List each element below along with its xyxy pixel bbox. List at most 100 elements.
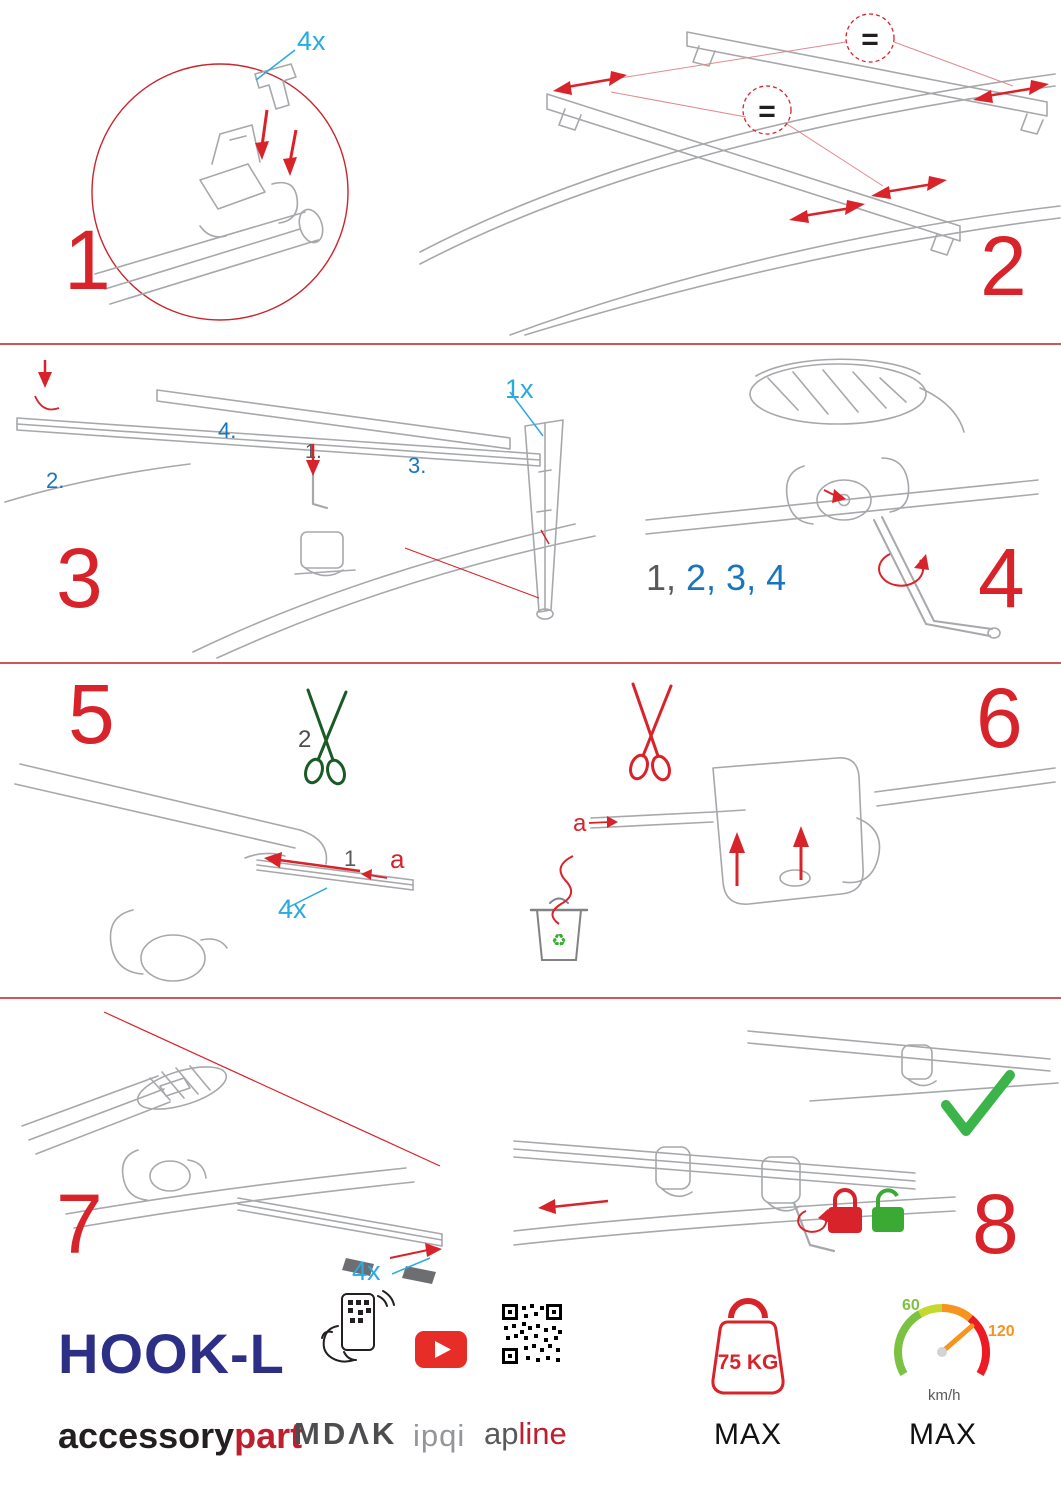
step3-sub4-label: 4. (218, 418, 237, 443)
adjust-arrows-icon (553, 71, 1049, 223)
step4-arrows (823, 489, 929, 587)
brand-suffix: part (234, 1415, 303, 1456)
scissors-icon (304, 688, 348, 786)
partner-logo-ipqi: ipqi (413, 1418, 466, 1453)
step5-number: 5 (68, 667, 115, 761)
rubber-strip (256, 859, 414, 881)
step3-illustration (4, 360, 596, 659)
hook-bracket (712, 757, 864, 905)
step6-number: 6 (976, 671, 1023, 765)
crossbar-rear (686, 31, 1048, 117)
check-icon (941, 1070, 1015, 1136)
step5-qty-label: 4x (278, 894, 307, 924)
end-caps (342, 1258, 436, 1284)
max-speed-label: MAX (908, 1418, 977, 1451)
hex-key-icon (311, 470, 329, 510)
step2-illustration: = = (419, 13, 1061, 336)
brand-prefix: accessory (58, 1415, 235, 1456)
bar-end-opening (136, 1066, 228, 1110)
bar-end-opening (749, 363, 927, 425)
step7-illustration (21, 1011, 443, 1284)
clamp-hook (785, 465, 814, 525)
hex-key-icon (873, 519, 991, 637)
clamp (901, 1044, 933, 1080)
speed-unit-label: km/h (928, 1387, 961, 1404)
crossbar-front (546, 93, 961, 242)
rubber-strip (590, 811, 714, 819)
step2-number: 2 (980, 219, 1027, 313)
phone-scan-icon (321, 1290, 395, 1363)
step1-qty-label: 4x (297, 26, 326, 56)
step3-sub3-label: 3. (408, 453, 427, 478)
step7-arrows (103, 1011, 442, 1259)
step8-number: 8 (972, 1177, 1019, 1271)
equal-spacing-guides: = = (610, 13, 1014, 187)
partner-logo-mdak: MDΛK (294, 1416, 398, 1451)
trash-bin-icon (529, 897, 589, 961)
foot-clamp (300, 531, 344, 569)
recycle-icon: ♻ (551, 931, 566, 950)
step5-arrows (264, 852, 388, 880)
speed-max-value-label: 120 (988, 1323, 1015, 1340)
step5-channel-label: a (390, 844, 405, 874)
step5-scissors-label: 2 (298, 726, 312, 753)
magnifier-circle (91, 63, 349, 321)
max-weight-icon (711, 1298, 785, 1395)
equals-symbol: = (861, 23, 879, 56)
step5-strip-label: 1 (344, 846, 357, 871)
step3-number: 3 (56, 531, 103, 625)
step8-illustration (513, 1030, 1059, 1253)
section-divider (0, 662, 1061, 664)
speed-min-label: 60 (902, 1297, 920, 1314)
crossbar (16, 417, 541, 467)
speedometer-icon (894, 1304, 990, 1376)
step6-channel-label: a (573, 810, 587, 837)
qty-pointer-line (255, 49, 296, 81)
section-divider (0, 343, 1061, 345)
qty-pointer-line (509, 391, 544, 437)
lock-open-icon (872, 1188, 904, 1232)
youtube-icon (415, 1331, 467, 1368)
scissors-icon (629, 682, 673, 782)
step5-illustration (14, 688, 414, 982)
cut-off-strip (551, 855, 574, 925)
qr-code-icon (502, 1304, 562, 1364)
brand-wordmark: accessorypart (58, 1418, 302, 1454)
step4-illustration (645, 358, 1039, 639)
step3-arrows (34, 360, 550, 599)
tension-strap (524, 419, 564, 613)
step3-qty-label: 1x (505, 374, 534, 404)
qty-pointer-line (286, 887, 328, 909)
sequence-rest: 2, 3, 4 (686, 557, 787, 598)
step6-illustration: ♻ (529, 682, 1056, 961)
step6-arrows (551, 816, 809, 925)
tighten-sequence-label: 1,2, 3, 4 (646, 560, 786, 596)
section-divider (0, 997, 1061, 999)
step3-sub2-label: 2. (46, 468, 65, 493)
step1-illustration (91, 49, 349, 321)
partner-logo-apline: apline (484, 1418, 567, 1449)
qty-pointer-line (391, 1257, 431, 1275)
clamp-hook (109, 909, 144, 975)
step3-sub1-label: 1. (305, 441, 322, 463)
lock-closed-icon (828, 1188, 862, 1233)
step7-number: 7 (56, 1177, 103, 1271)
sequence-first: 1, (646, 557, 677, 598)
insert-arrows-icon (255, 109, 298, 176)
crossbar (156, 389, 511, 450)
step4-number: 4 (978, 531, 1025, 625)
equals-symbol: = (758, 95, 776, 128)
apline-suffix: line (518, 1416, 567, 1451)
clamp (761, 1156, 801, 1204)
step8-arrows (538, 1199, 830, 1233)
step7-qty-label: 4x (352, 1256, 381, 1286)
max-weight-label: MAX (713, 1418, 782, 1451)
rubber-pad-part (254, 63, 297, 110)
max-weight-value: 75 KG (717, 1351, 779, 1374)
clamp-hook (121, 1149, 148, 1201)
speedometer-needle (939, 1323, 975, 1355)
product-name: HOOK-L (58, 1322, 285, 1385)
apline-prefix: ap (484, 1416, 519, 1451)
clamp (655, 1146, 691, 1190)
